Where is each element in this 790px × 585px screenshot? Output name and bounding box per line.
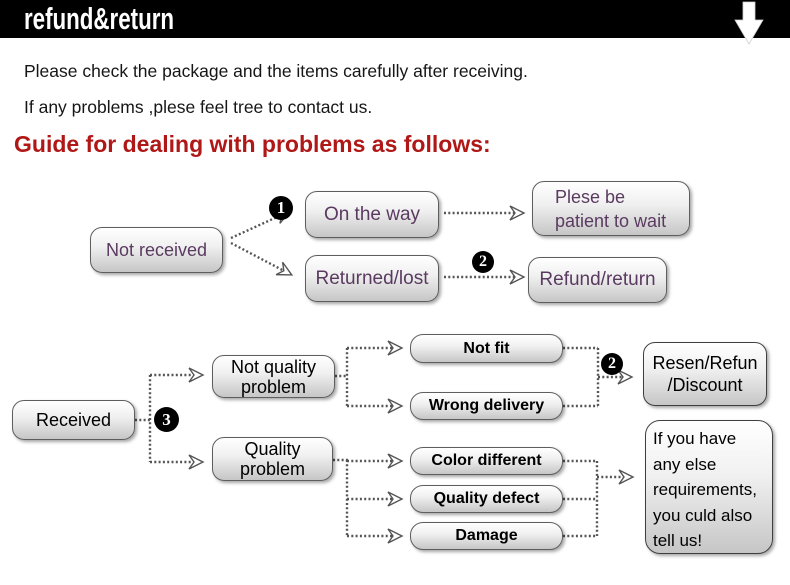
node-damage: Damage [410,522,563,550]
node-not-quality-problem: Not quality problem [212,355,335,398]
node-not-fit: Not fit [410,334,563,363]
note-line-5: tell us! [653,531,703,550]
badge-2-flow1: 2 [472,251,494,273]
node-returned-lost: Returned/lost [305,255,439,302]
badge-2-flow2: 2 [601,353,623,375]
node-please-wait-line1: Plese be [555,186,626,207]
node-resen-line2: /Discount [667,375,743,395]
node-please-wait-line2: patient to wait [555,210,667,231]
node-not-quality-line1: Not quality [230,356,317,377]
node-color-different: Color different [410,447,563,475]
node-resen-refun-discount: Resen/Refun /Discount [643,342,767,406]
badge-1: 1 [269,196,293,220]
node-not-received: Not received [90,227,223,273]
node-received: Received [12,400,135,440]
node-note: If you have any else requirements, you c… [645,420,773,554]
note-line-3: requirements, [653,480,757,499]
node-quality-defect: Quality defect [410,485,563,513]
intro-line-2: If any problems ,plese feel tree to cont… [24,97,373,117]
note-line-1: If you have [653,429,737,448]
header-bar [0,0,790,38]
note-line-4: you culd also [653,505,753,525]
intro-line-1: Please check the package and the items c… [24,61,528,81]
note-line-2: any else [653,454,717,474]
badge-3: 3 [154,407,179,432]
node-on-the-way: On the way [305,191,439,238]
page-title: refund&return [24,1,175,36]
node-resen-line1: Resen/Refun [652,353,758,373]
guide-heading: Guide for dealing with problems as follo… [14,131,491,157]
node-refund-return: Refund/return [528,257,667,303]
node-quality-line2: problem [239,459,306,479]
node-quality-problem: Quality problem [212,437,333,481]
node-not-quality-line2: problem [240,376,306,397]
node-wrong-delivery: Wrong delivery [410,392,563,420]
node-please-wait: Plese be patient to wait [532,181,690,236]
node-quality-line1: Quality [244,439,301,459]
